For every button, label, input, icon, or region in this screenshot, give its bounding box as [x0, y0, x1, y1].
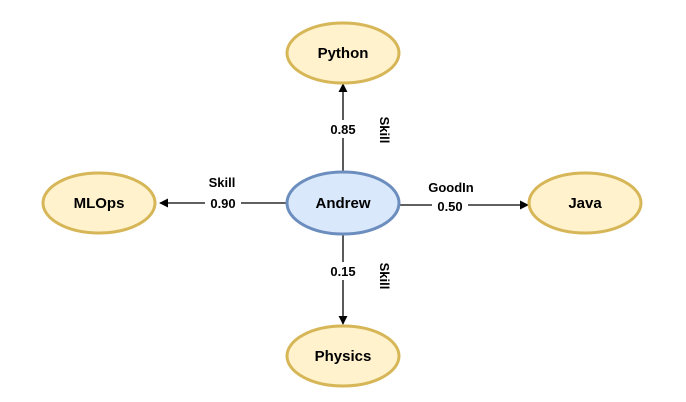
node-andrew-label: Andrew	[315, 195, 370, 212]
node-python-shape	[285, 21, 401, 85]
edge-to-python: 0.85 Skill	[326, 83, 392, 172]
node-mlops: MLOps	[41, 171, 157, 235]
edge-relation-mlops: Skill	[209, 175, 236, 190]
edge-weight-mlops: 0.90	[210, 196, 235, 211]
node-python-label: Python	[318, 45, 369, 62]
edge-relation-java: GoodIn	[428, 180, 474, 195]
edge-to-mlops: Skill 0.90	[159, 175, 286, 212]
node-andrew: Andrew	[285, 170, 401, 236]
edge-to-java: GoodIn 0.50	[400, 180, 529, 215]
edge-to-physics: 0.15 Skill	[326, 234, 392, 325]
node-physics-label: Physics	[315, 348, 372, 365]
node-java-shape	[527, 171, 643, 235]
edge-relation-python: Skill	[377, 117, 392, 144]
node-mlops-label: MLOps	[74, 195, 125, 212]
edge-weight-java: 0.50	[437, 199, 462, 214]
node-physics-shape	[285, 324, 401, 388]
edge-relation-physics: Skill	[377, 263, 392, 290]
node-mlops-shape	[41, 171, 157, 235]
node-python: Python	[285, 21, 401, 85]
node-java-label: Java	[568, 195, 602, 212]
node-java: Java	[527, 171, 643, 235]
node-andrew-shape	[285, 170, 401, 236]
edge-weight-python: 0.85	[330, 122, 355, 137]
edge-weight-physics: 0.15	[330, 264, 355, 279]
node-physics: Physics	[285, 324, 401, 388]
